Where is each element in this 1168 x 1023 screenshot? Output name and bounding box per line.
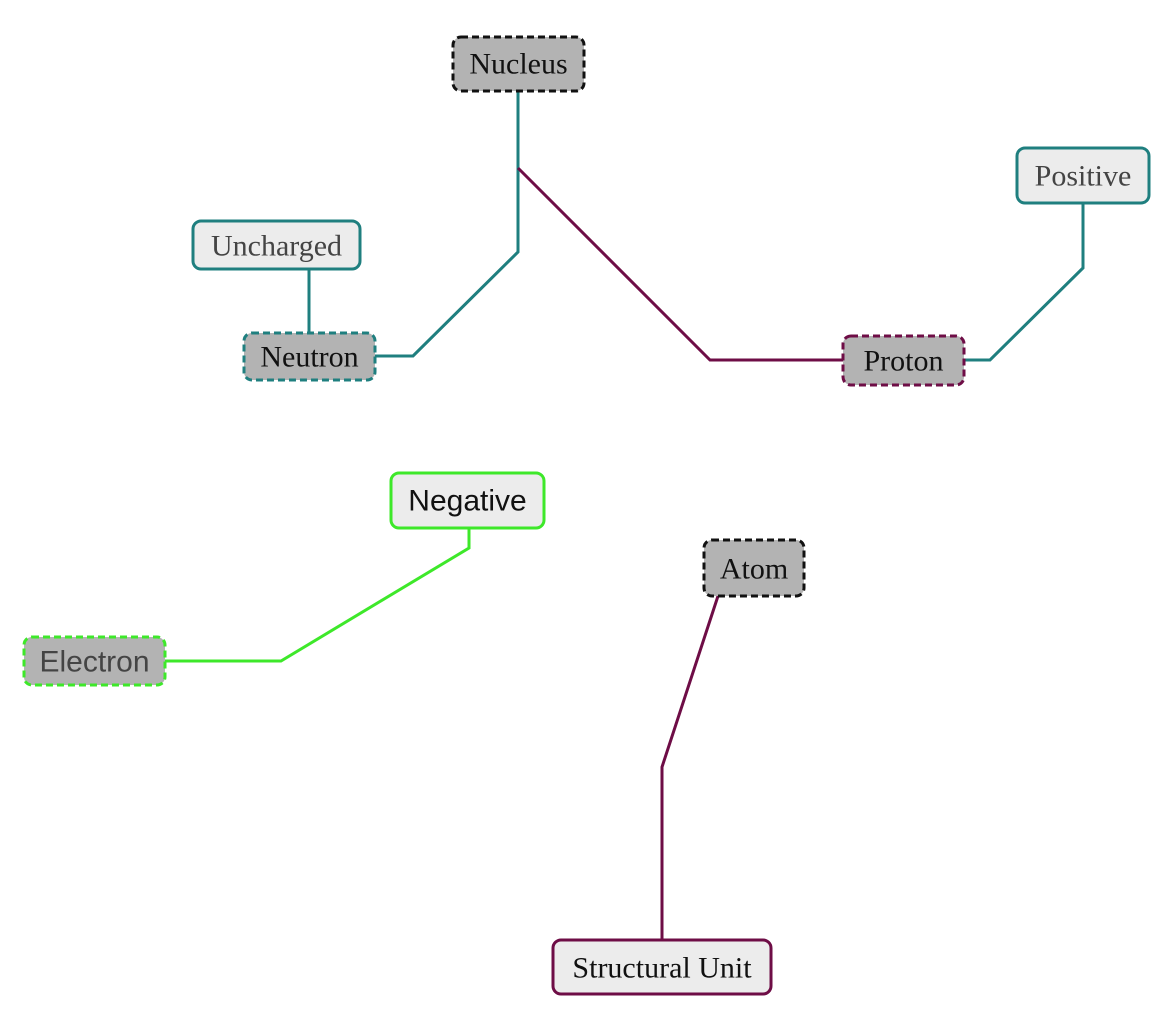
node-negative-label: Negative [408, 485, 526, 518]
node-negative[interactable]: Negative [389, 471, 546, 530]
node-electron[interactable]: Electron [22, 635, 167, 687]
node-atom-label: Atom [720, 553, 788, 586]
node-positive[interactable]: Positive [1015, 146, 1151, 205]
edge-atom-structural-unit [660, 595, 720, 940]
edge-nucleus-proton [516, 166, 843, 362]
node-uncharged-label: Uncharged [211, 230, 342, 263]
edge-proton-positive [964, 203, 1085, 362]
node-structural-unit-label: Structural Unit [572, 952, 752, 985]
node-uncharged[interactable]: Uncharged [191, 219, 362, 271]
node-electron-label: Electron [39, 646, 149, 679]
node-atom[interactable]: Atom [702, 538, 806, 598]
node-neutron[interactable]: Neutron [242, 331, 377, 382]
edge-nucleus-neutron [375, 91, 520, 358]
node-nucleus[interactable]: Nucleus [451, 35, 586, 93]
edge-electron-negative [165, 528, 471, 663]
node-proton-label: Proton [863, 345, 943, 378]
node-structural-unit[interactable]: Structural Unit [551, 938, 773, 996]
node-proton[interactable]: Proton [841, 334, 966, 387]
node-nucleus-label: Nucleus [469, 48, 567, 81]
node-neutron-label: Neutron [260, 341, 358, 374]
node-positive-label: Positive [1035, 160, 1132, 193]
